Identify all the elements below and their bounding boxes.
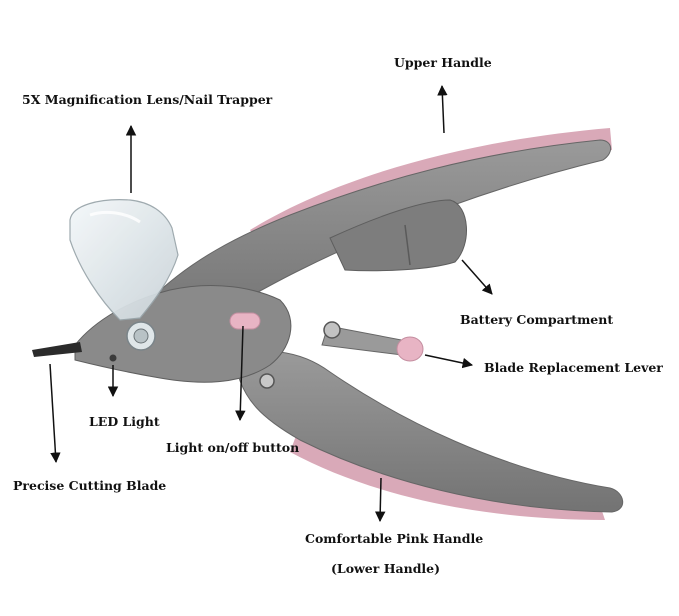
arrow-battery-compartment — [461, 259, 493, 295]
label-light-button: Light on/off button — [166, 440, 300, 455]
arrow-blade-lever — [424, 354, 474, 369]
arrow-light-button — [235, 325, 246, 422]
upper-handle — [149, 139, 611, 331]
label-upper-handle: Upper Handle — [394, 55, 492, 70]
label-lower-handle: (Lower Handle) — [331, 561, 441, 576]
pivot-screw — [259, 373, 275, 389]
lever-pivot — [323, 321, 341, 339]
label-pink-handle: Comfortable Pink Handle — [305, 531, 484, 546]
lens-highlight — [89, 210, 141, 224]
lower-handle — [234, 350, 624, 513]
arrow-cutting-blade — [49, 363, 61, 464]
blade-lever-knob — [396, 336, 424, 362]
light-on-off-button — [229, 312, 261, 330]
label-blade-replacement-lever: Blade Replacement Lever — [484, 360, 663, 375]
lens-pivot-inner — [133, 328, 149, 344]
label-battery-compartment: Battery Compartment — [460, 312, 614, 327]
battery-compartment — [329, 199, 467, 272]
led-light — [109, 354, 117, 362]
arrow-pink-handle — [374, 477, 386, 523]
cutting-blade — [32, 342, 82, 357]
battery-seam — [404, 224, 411, 266]
arrow-upper-handle — [437, 84, 448, 134]
label-led-light: LED Light — [89, 414, 160, 429]
label-cutting-blade: Precise Cutting Blade — [13, 478, 167, 493]
magnification-lens — [69, 199, 179, 321]
label-magnification-lens: 5X Magnification Lens/Nail Trapper — [22, 92, 273, 107]
